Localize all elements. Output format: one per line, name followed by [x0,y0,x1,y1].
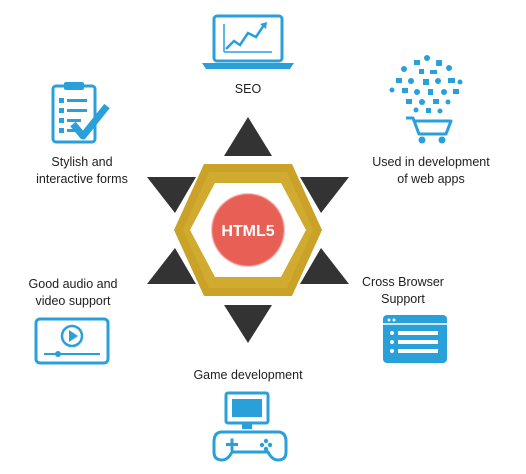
triangle-top [224,117,272,156]
browser-window-icon [383,315,447,363]
feature-label-game: Game development [193,368,303,382]
triangle-bottom [224,305,272,343]
html5-circle [212,194,284,266]
feature-label-seo: SEO [234,82,262,96]
checklist-clipboard-icon [51,82,110,144]
feature-label-webapps: Used in development of web apps [372,155,490,186]
feature-label-browser: Cross Browser Support [362,275,444,306]
feature-label-forms: Stylish and interactive forms [36,155,128,186]
gamepad-icon [212,391,288,462]
shopping-cart-cloud-icon [389,55,463,144]
html5-label: HTML5 [221,223,274,240]
triangle-upper-right [300,177,349,213]
video-player-icon [34,317,110,365]
triangle-lower-left [147,248,196,284]
triangle-lower-right [300,248,349,284]
triangle-upper-left [147,177,196,213]
feature-label-audio: Good audio and video support [28,277,118,308]
chart-laptop-icon [202,14,294,69]
